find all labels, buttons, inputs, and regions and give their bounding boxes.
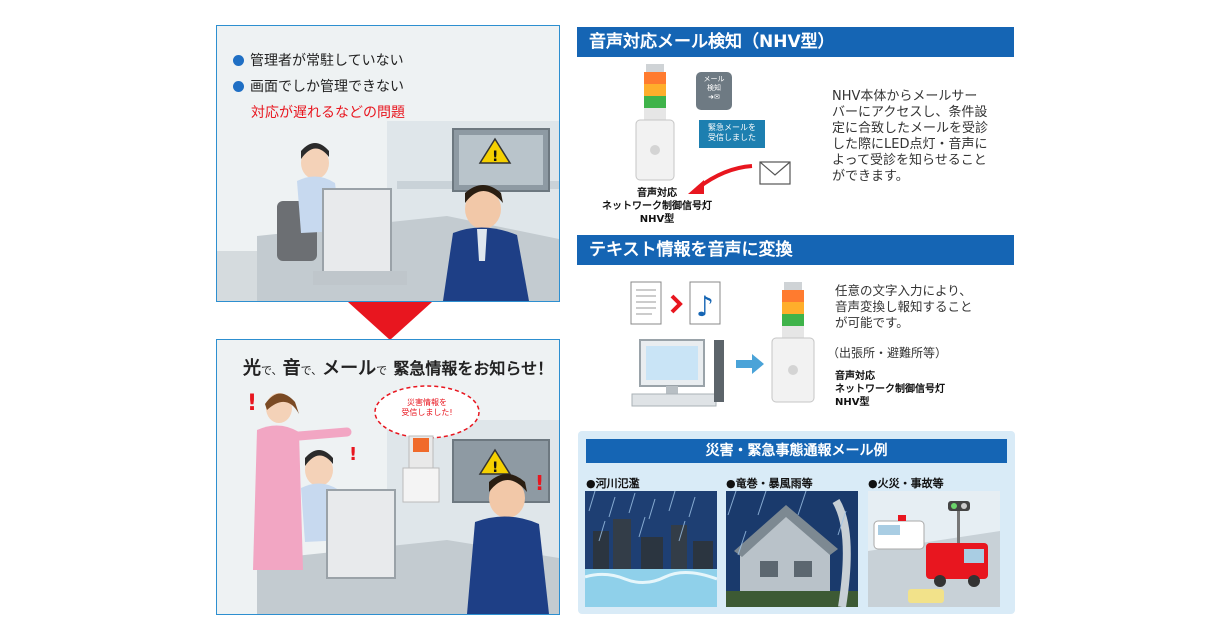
- arrow-right-icon: [736, 354, 764, 374]
- storm-illustration: [726, 491, 858, 607]
- document-icon: [628, 282, 658, 324]
- mail-detect-icon: メール 検知 ➜✉: [696, 72, 732, 110]
- chevron-right-icon: [672, 296, 682, 314]
- signal-light-product-image: [771, 282, 815, 403]
- music-note-icon: [690, 282, 720, 324]
- problem-note: 対応が遅れるなどの問題: [251, 105, 405, 121]
- section-title-mail: 音声対応メール検知（NHV型）: [577, 27, 1014, 57]
- mail-received-bubble: 緊急メールを 受信しました: [699, 120, 765, 148]
- alert-bubble-text: 災害情報を 受信しました!: [401, 398, 453, 417]
- product-label-text: 音声対応 ネットワーク制御信号灯 NHV型: [835, 371, 945, 408]
- fire-accident-illustration: [868, 491, 1000, 607]
- svg-text:!: !: [492, 460, 498, 476]
- svg-text:!: !: [247, 391, 257, 416]
- solution-panel: 光で、音で、メールで 緊急情報をお知らせ！ ! ! ! ! 災害情報を: [216, 339, 560, 615]
- solution-headline: 光で、音で、メールで 緊急情報をお知らせ！: [243, 358, 554, 379]
- disaster-section-title: 災害・緊急事態通報メール例: [586, 439, 1007, 463]
- text-description: 任意の文字入力により、 音声変換し報知すること が可能です。: [835, 283, 973, 330]
- disaster-panel: 災害・緊急事態通報メール例 ●河川氾濫 ●竜巻・暴風雨等 ●火災・事故等: [578, 431, 1015, 614]
- category-label-fire: ●火災・事故等: [868, 477, 944, 490]
- category-label-storm: ●竜巻・暴風雨等: [726, 477, 813, 490]
- svg-text:!: !: [492, 149, 498, 165]
- section-title-text: テキスト情報を音声に変換: [577, 235, 1014, 265]
- computer-icon: [632, 340, 728, 406]
- mail-description: NHV本体からメールサー バーにアクセスし、条件設 定に合致したメールを受診 し…: [832, 89, 989, 184]
- envelope-icon: [760, 162, 790, 184]
- signal-light-product-image: [635, 64, 675, 181]
- problem-bullet: 画面でしか管理できない: [233, 76, 404, 96]
- alert-scene-illustration: ! ! ! !: [247, 385, 559, 614]
- flood-illustration: [585, 491, 717, 607]
- svg-text:♪: ♪: [696, 290, 714, 323]
- problem-bullet: 管理者が常駐していない: [233, 50, 404, 70]
- svg-text:!: !: [535, 471, 544, 495]
- category-label-flood: ●河川氾濫: [586, 477, 640, 490]
- text-note: （出張所・避難所等）: [827, 346, 948, 360]
- text-to-voice-illustration: ♪: [630, 281, 764, 407]
- bullet-dot-icon: [233, 81, 244, 92]
- office-scene-illustration: !: [217, 121, 559, 301]
- down-arrow-icon: [348, 302, 432, 340]
- problem-panel: 管理者が常駐していない 画面でしか管理できない 対応が遅れるなどの問題 !: [216, 25, 560, 302]
- bullet-dot-icon: [233, 55, 244, 66]
- mail-flow-arrow-icon: [688, 161, 791, 194]
- svg-text:!: !: [349, 444, 357, 465]
- product-label-mail: 音声対応 ネットワーク制御信号灯 NHV型: [602, 188, 712, 225]
